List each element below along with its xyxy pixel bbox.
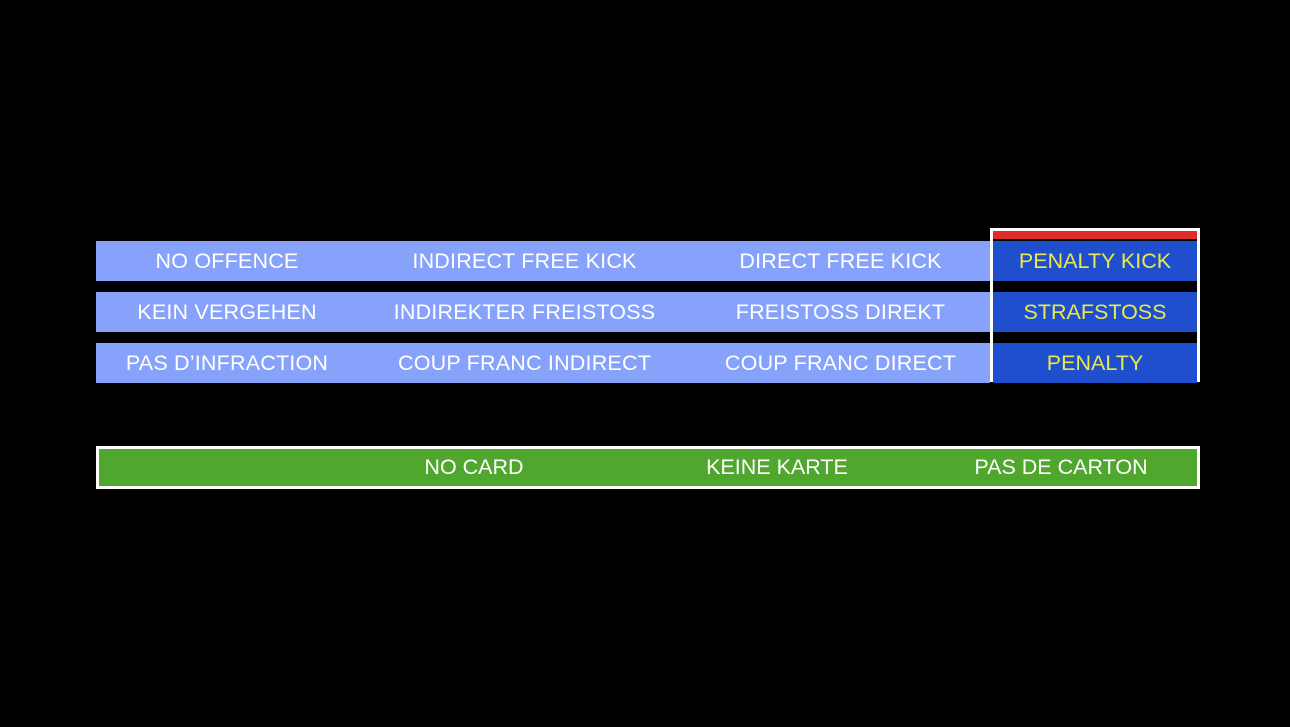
cell-no-offence-en[interactable]: NO OFFENCE bbox=[155, 249, 299, 273]
penalty-highlight-panel[interactable]: PENALTY KICK STRAFSTOSS PENALTY bbox=[990, 228, 1200, 383]
row-background-french bbox=[96, 343, 990, 383]
cell-direct-free-kick-de[interactable]: FREISTOSS DIREKT bbox=[735, 300, 946, 324]
matrix-row-french: PAS D’INFRACTION COUP FRANC INDIRECT COU… bbox=[96, 343, 1200, 383]
cell-no-card-fr[interactable]: PAS DE CARTON bbox=[974, 455, 1148, 479]
cell-no-offence-de[interactable]: KEIN VERGEHEN bbox=[137, 300, 317, 324]
row-background-english bbox=[96, 241, 990, 281]
penalty-accent-bar bbox=[993, 231, 1197, 239]
cell-penalty-kick-en[interactable]: PENALTY KICK bbox=[993, 241, 1197, 281]
cell-penalty-kick-fr[interactable]: PENALTY bbox=[993, 343, 1197, 383]
cell-indirect-free-kick-fr[interactable]: COUP FRANC INDIRECT bbox=[397, 351, 652, 375]
cell-direct-free-kick-fr[interactable]: COUP FRANC DIRECT bbox=[724, 351, 957, 375]
cell-penalty-kick-de[interactable]: STRAFSTOSS bbox=[993, 292, 1197, 332]
matrix-row-german: KEIN VERGEHEN INDIREKTER FREISTOSS FREIS… bbox=[96, 292, 1200, 332]
cell-no-card-en[interactable]: NO CARD bbox=[424, 455, 524, 479]
no-card-bar[interactable]: NO CARD KEINE KARTE PAS DE CARTON bbox=[96, 446, 1200, 489]
cell-direct-free-kick-en[interactable]: DIRECT FREE KICK bbox=[739, 249, 942, 273]
cell-indirect-free-kick-de[interactable]: INDIREKTER FREISTOSS bbox=[393, 300, 656, 324]
cell-no-card-de[interactable]: KEINE KARTE bbox=[706, 455, 848, 479]
cell-indirect-free-kick-en[interactable]: INDIRECT FREE KICK bbox=[412, 249, 637, 273]
matrix-row-english: NO OFFENCE INDIRECT FREE KICK DIRECT FRE… bbox=[96, 241, 1200, 281]
row-background-german bbox=[96, 292, 990, 332]
offence-decision-matrix: NO OFFENCE INDIRECT FREE KICK DIRECT FRE… bbox=[96, 228, 1200, 383]
cell-no-offence-fr[interactable]: PAS D’INFRACTION bbox=[125, 351, 329, 375]
